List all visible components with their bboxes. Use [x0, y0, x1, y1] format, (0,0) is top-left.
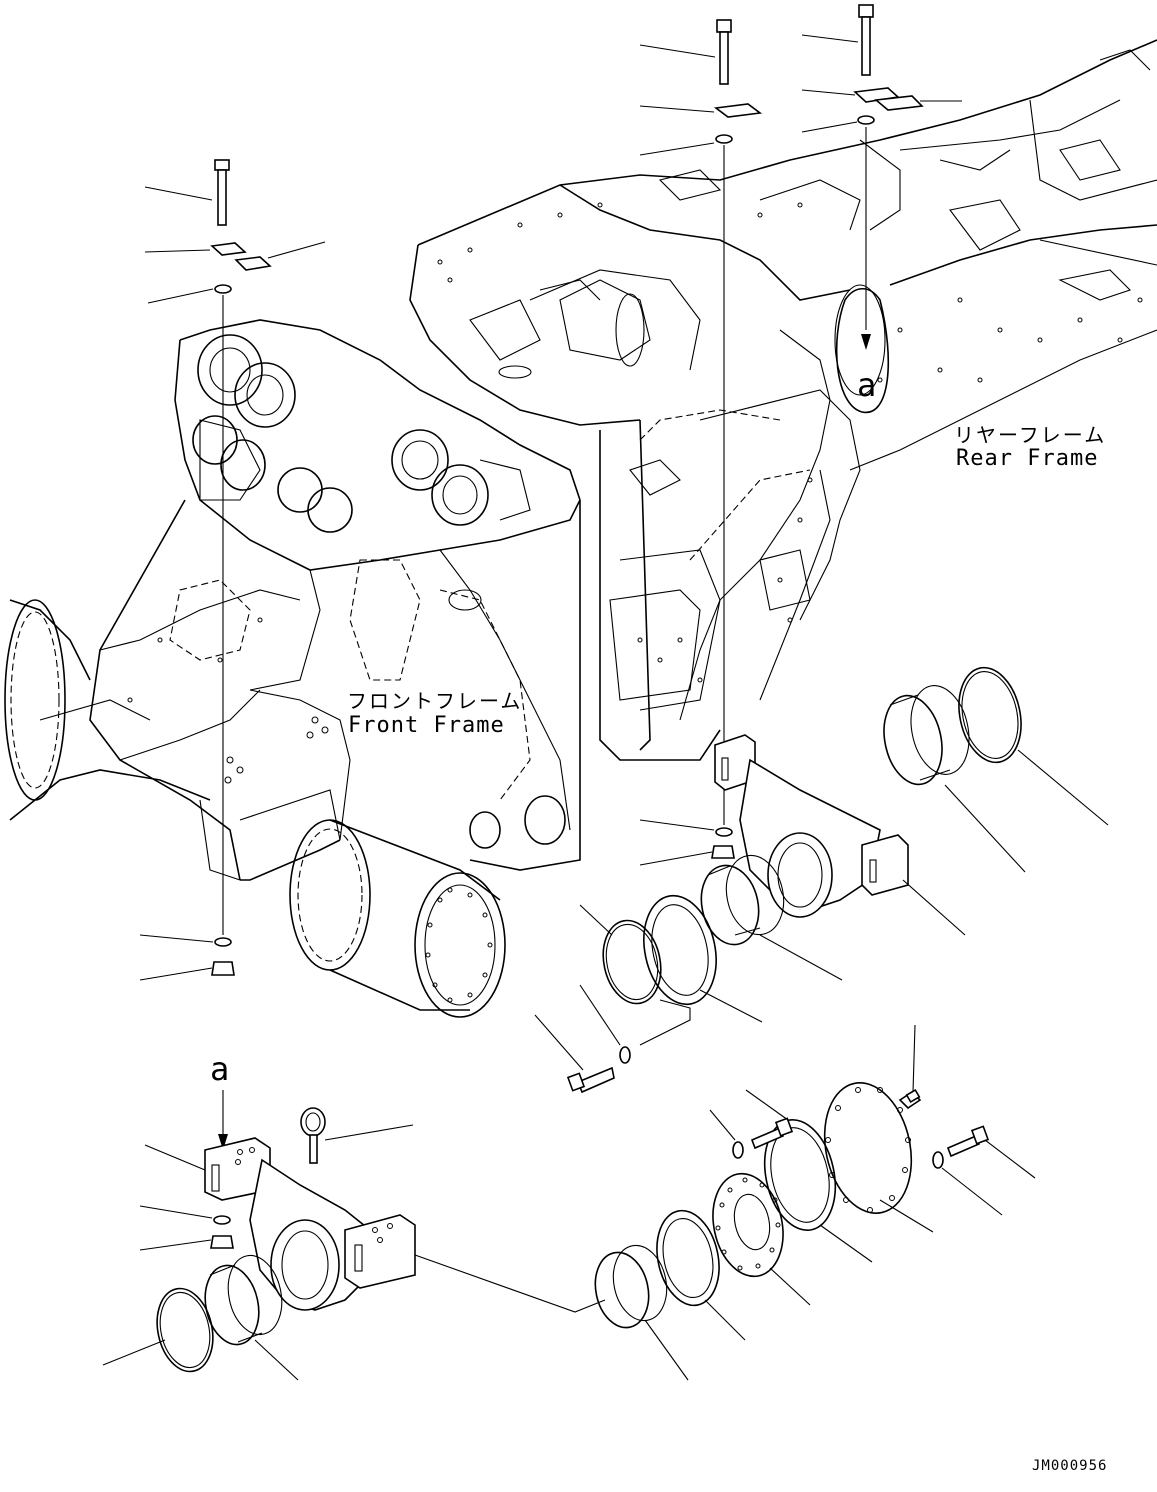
bearing-icon — [883, 685, 970, 786]
shim-icon — [874, 95, 924, 111]
washer-icon — [214, 284, 232, 294]
shim-icon — [234, 256, 272, 271]
washer-icon — [715, 134, 733, 144]
bolt-icon — [716, 19, 732, 85]
washer-icon — [213, 1215, 231, 1225]
grease-fitting-icon — [898, 1088, 922, 1110]
ref-a-label: a — [857, 366, 876, 404]
nut-icon — [210, 1235, 234, 1249]
bolt-stack-center — [639, 19, 763, 866]
snap-ring-icon — [156, 1287, 214, 1373]
bolt-icon — [946, 1125, 990, 1158]
eye-bolt-icon — [300, 1107, 326, 1164]
bearing-icon — [700, 854, 785, 946]
bolt-icon — [214, 159, 230, 226]
bearing-icon — [594, 1244, 668, 1329]
washer-icon — [732, 1141, 744, 1159]
nut-icon — [211, 961, 235, 976]
seal-icon — [643, 894, 717, 1006]
spacer-plate — [712, 1172, 784, 1278]
rear-frame-outline — [409, 39, 1157, 761]
ref-a-label-bottom: a — [210, 1050, 229, 1088]
rivet-dots — [437, 202, 1143, 683]
washer-icon — [619, 1046, 631, 1064]
front-frame-label-jp: フロントフレーム — [347, 689, 522, 713]
washer-icon — [932, 1151, 944, 1169]
rear-frame-label-en: Rear Frame — [956, 446, 1098, 471]
snap-ring-icon — [958, 666, 1022, 764]
front-axle — [4, 599, 211, 821]
snap-ring-icon — [602, 919, 662, 1005]
cover-plate-icon — [823, 1082, 913, 1214]
bolt-icon — [750, 1117, 794, 1150]
shim-icon — [210, 242, 247, 256]
shim-icon — [713, 103, 763, 118]
nut-icon — [711, 845, 735, 859]
bolt-icon — [566, 1066, 615, 1094]
bolt-stack-left — [139, 159, 326, 981]
drawing-id: JM000956 — [1032, 1458, 1107, 1474]
front-frame-outline — [89, 319, 581, 881]
washer-icon — [214, 937, 232, 947]
wheel-hub — [289, 819, 506, 1018]
rear-pivot-bracket — [714, 734, 966, 936]
bolt-stack-right: a — [801, 4, 962, 414]
bolt-icon — [858, 4, 874, 76]
seal-icon — [656, 1209, 720, 1307]
washer-icon — [715, 827, 733, 837]
front-pivot-bracket — [204, 1137, 416, 1311]
rear-frame-label-jp: リヤーフレーム — [954, 423, 1106, 447]
washer-icon — [857, 115, 875, 125]
front-frame-label-en: Front Frame — [348, 713, 505, 738]
